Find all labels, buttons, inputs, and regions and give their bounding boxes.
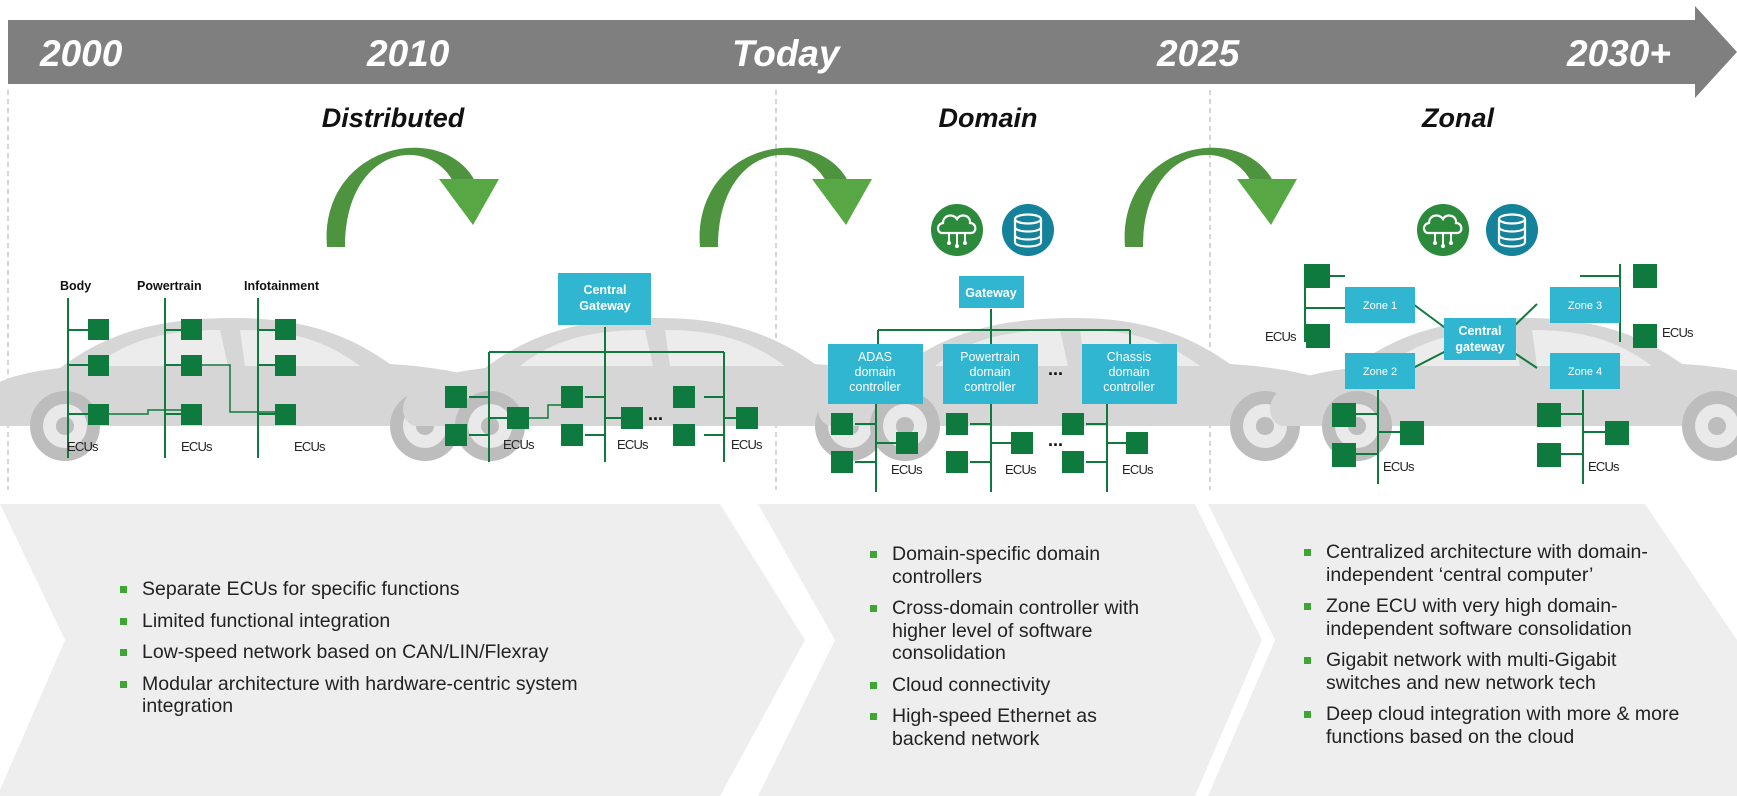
timeline-label: Today [732,33,842,74]
header-infotainment: Infotainment [244,279,320,293]
timeline-label: 2030+ [1566,33,1671,74]
controller-label: Powertrain [960,350,1020,364]
distributed-panel [0,504,805,796]
ecu-label: ECUs [1383,459,1415,474]
bullet-item: Separate ECUs for specific functions [118,578,578,601]
central-gateway-label: Gateway [579,299,630,313]
ecu-label: ECUs [1662,325,1694,340]
adas-domain-controller [828,344,923,404]
central-gateway-label: gateway [1455,340,1504,354]
central-gateway-box [558,273,651,325]
zone-label: Zone 1 [1363,300,1397,312]
controller-label: Chassis [1107,350,1151,364]
gateway-network-lines [469,327,738,462]
ecu-blocks [445,386,758,446]
ecu-label: ECUs [503,437,535,452]
chassis-domain-controller [1082,344,1177,404]
bullet-item: Cross-domain controller with higher leve… [868,597,1148,665]
domain-panel [758,504,1262,796]
era-title-zonal: Zonal [1421,103,1494,133]
transition-arrow [699,147,872,247]
era-title-distributed: Distributed [322,103,465,133]
transition-arrow [326,147,499,247]
domain-gateway-box [959,276,1024,308]
ecu-label: ECUs [181,439,213,454]
ecu-blocks [831,413,1148,473]
ecu-label: ECUs [1122,462,1154,477]
timeline-arrow [8,6,1737,98]
controller-label: domain [970,365,1011,379]
central-gateway-label: Central [1458,324,1501,338]
zone-2-box [1345,353,1415,389]
controller-label: ADAS [858,350,892,364]
ecu-label: ECUs [1265,329,1297,344]
ellipsis: ... [648,404,663,424]
bullet-item: Cloud connectivity [868,674,1148,697]
ecu-label: ECUs [294,439,326,454]
ecu-label: ECUs [1005,462,1037,477]
cloud-network-icon [1415,202,1471,258]
zone-label: Zone 3 [1568,300,1602,312]
bullet-item: Modular architecture with hardware-centr… [118,673,578,718]
distributed-ecu-diagram [67,298,285,458]
ecu-label: ECUs [1588,459,1620,474]
database-icon [1000,202,1056,258]
controller-label: domain [1109,365,1150,379]
bullet-item: Gigabit network with multi-Gigabit switc… [1302,649,1687,694]
ecu-label: ECUs [617,437,649,452]
zone-label: Zone 4 [1568,366,1602,378]
domain-bullet-list: Domain-specific domain controllers Cross… [868,543,1148,759]
controller-label: controller [1103,380,1154,394]
distributed-bullet-list: Separate ECUs for specific functions Lim… [118,578,578,727]
central-gateway-box [1444,318,1516,360]
bullet-item: High-speed Ethernet as backend network [868,705,1148,750]
controller-label: controller [964,380,1015,394]
bullet-item: Low-speed network based on CAN/LIN/Flexr… [118,641,578,664]
cloud-network-icon [929,202,985,258]
timeline-label: 2010 [366,33,450,74]
database-icon [1484,202,1540,258]
bullet-item: Domain-specific domain controllers [868,543,1148,588]
ecu-label: ECUs [731,437,763,452]
ecu-label: ECUs [891,462,923,477]
zone-1-box [1345,287,1415,323]
central-gateway-label: Central [583,283,626,297]
timeline-label: 2000 [39,33,123,74]
timeline-label: 2025 [1156,33,1241,74]
bullet-item: Centralized architecture with domain-ind… [1302,541,1687,586]
domain-gateway-label: Gateway [965,286,1016,300]
zone-4-box [1550,353,1620,389]
era-title-domain: Domain [938,103,1037,133]
ecu-label: ECUs [67,439,99,454]
zonal-bullet-list: Centralized architecture with domain-ind… [1302,541,1687,757]
ecu-blocks [1306,264,1657,467]
header-powertrain: Powertrain [137,279,202,293]
controller-label: controller [849,380,900,394]
transition-arrow [1124,147,1297,247]
zone-3-box [1550,287,1620,323]
ellipsis: ... [1048,359,1063,379]
zonal-panel [1208,504,1737,796]
header-body: Body [60,279,91,293]
zone-label: Zone 2 [1363,366,1397,378]
domain-network-lines [855,309,1131,492]
bullet-item: Deep cloud integration with more & more … [1302,703,1687,748]
bullet-item: Zone ECU with very high domain-independe… [1302,595,1687,640]
controller-label: domain [855,365,896,379]
ellipsis: ... [1048,430,1063,450]
ecu-blocks [88,319,296,425]
bullet-item: Limited functional integration [118,610,578,633]
powertrain-domain-controller [943,344,1038,404]
